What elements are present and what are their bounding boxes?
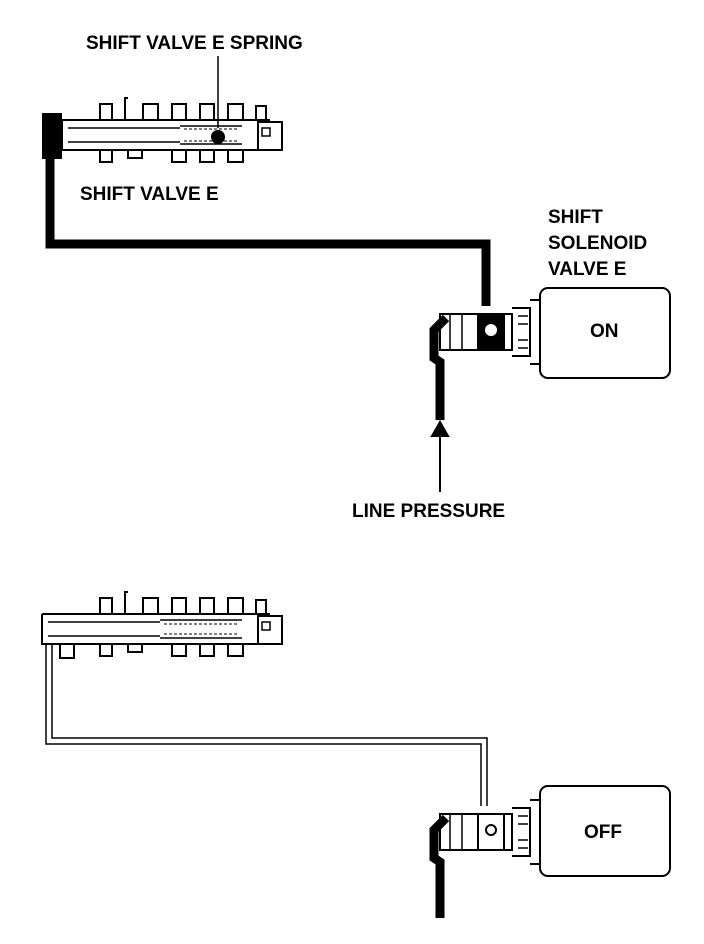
pressurized-line-on bbox=[45, 159, 491, 306]
line-pressure-label: LINE PRESSURE bbox=[352, 501, 505, 522]
shift-valve-e-body-off bbox=[41, 591, 283, 659]
solenoid-nose-on bbox=[439, 299, 541, 365]
solenoid-label-line3: VALVE E bbox=[548, 259, 626, 280]
top-assembly-on bbox=[42, 56, 671, 492]
valve-end-block bbox=[42, 113, 62, 159]
solenoid-body-on[interactable] bbox=[539, 287, 671, 379]
inlet-elbow-on bbox=[429, 314, 450, 420]
solenoid-nose-off bbox=[439, 799, 541, 865]
solenoid-body-off[interactable] bbox=[539, 785, 671, 877]
bottom-assembly-off bbox=[41, 591, 671, 918]
shift-valve-e-body bbox=[61, 97, 283, 163]
spring-marker bbox=[211, 130, 225, 144]
unpressurized-line-off bbox=[45, 644, 488, 806]
inlet-elbow-off bbox=[429, 814, 450, 918]
state-on-label: ON bbox=[590, 321, 619, 342]
line-pressure-arrow-head bbox=[430, 419, 450, 437]
state-off-label: OFF bbox=[584, 822, 622, 843]
spring-label: SHIFT VALVE E SPRING bbox=[86, 33, 303, 54]
valve-label: SHIFT VALVE E bbox=[80, 184, 219, 205]
solenoid-label-line1: SHIFT bbox=[548, 207, 603, 228]
solenoid-label-line2: SOLENOID bbox=[548, 233, 647, 254]
